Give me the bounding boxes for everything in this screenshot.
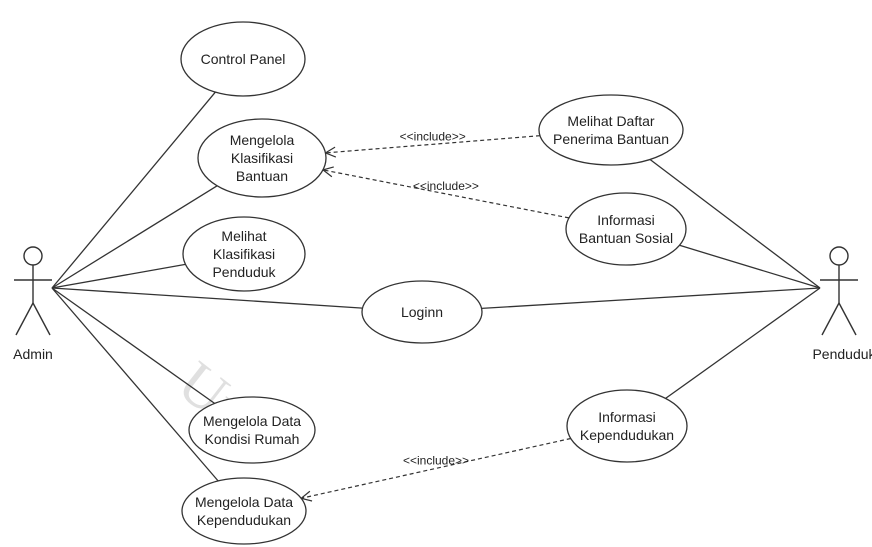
include-label: <<include>> (413, 179, 479, 193)
stick-figure-icon (820, 246, 858, 336)
include-arrow-melihat-daftar-penerima-bantuan (326, 135, 541, 153)
use-case-label: Penduduk (212, 264, 276, 280)
include-arrow-informasi-kependudukan (301, 437, 571, 499)
use-case-label: Informasi (597, 212, 655, 228)
use-case-ellipse (181, 477, 307, 545)
association-admin-control-panel (51, 91, 216, 289)
use-case-label: Loginn (401, 304, 443, 320)
actor-label: Penduduk (812, 346, 872, 362)
use-case-ellipse (565, 192, 687, 266)
association-admin-mengelola-klasifikasi-bantuan (51, 185, 218, 289)
use-case-loginn: Loginn (361, 280, 483, 344)
actor-penduduk: Penduduk (812, 246, 872, 362)
use-case-label: Mengelola Data (203, 413, 301, 429)
use-case-ellipse (180, 21, 306, 97)
use-case-label: Kependudukan (197, 512, 291, 528)
use-case-label: Control Panel (201, 51, 286, 67)
use-case-label: Melihat Daftar (567, 113, 654, 129)
use-cases: Control PanelMengelolaKlasifikasiBantuan… (180, 21, 688, 545)
use-case-ellipse (361, 280, 483, 344)
association-admin-mengelola-data-kependudukan (51, 287, 219, 482)
association-penduduk-informasi-kependudukan (665, 287, 821, 399)
use-case-label: Kondisi Rumah (205, 431, 300, 447)
use-case-ellipse (197, 118, 327, 198)
include-label: <<include>> (403, 453, 469, 467)
actor-label: Admin (13, 346, 53, 362)
association-penduduk-loginn (481, 287, 821, 310)
use-case-label: Melihat (221, 228, 266, 244)
actor-admin: Admin (13, 246, 53, 362)
use-case-ellipse (182, 216, 306, 292)
include-label: <<include>> (400, 129, 466, 143)
use-case-control-panel: Control Panel (180, 21, 306, 97)
association-penduduk-melihat-daftar-penerima-bantuan (649, 158, 821, 289)
use-case-label: Mengelola (230, 132, 295, 148)
use-case-label: Informasi (598, 409, 656, 425)
include-arrow-informasi-bantuan-sosial (323, 170, 570, 219)
use-case-ellipse (566, 389, 688, 463)
association-admin-mengelola-data-kondisi-rumah (51, 287, 215, 404)
use-case-ellipse (188, 396, 316, 464)
use-case-label: Bantuan (236, 168, 288, 184)
include-dependencies: <<include>> <<include>> <<include>> (301, 129, 571, 498)
actors: Admin Penduduk (13, 246, 872, 362)
association-admin-melihat-klasifikasi-penduduk (51, 263, 186, 289)
association-lines (51, 91, 821, 482)
use-case-label: Bantuan Sosial (579, 230, 673, 246)
association-admin-loginn (51, 287, 363, 309)
association-penduduk-informasi-bantuan-sosial (679, 244, 821, 289)
use-case-label: Klasifikasi (231, 150, 293, 166)
use-case-label: Kependudukan (580, 427, 674, 443)
use-case-label: Klasifikasi (213, 246, 275, 262)
use-case-label: Mengelola Data (195, 494, 293, 510)
stick-figure-icon (14, 246, 52, 336)
use-case-label: Penerima Bantuan (553, 131, 669, 147)
use-case-ellipse (538, 94, 684, 166)
